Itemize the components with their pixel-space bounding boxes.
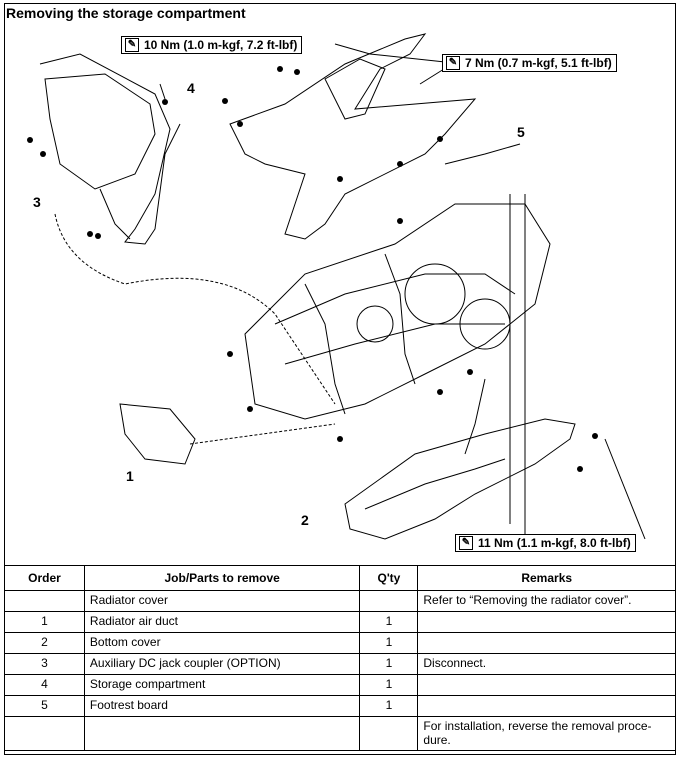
cell-remarks: Disconnect. [417,653,676,675]
cell-remarks [417,674,676,696]
header-job-parts: Job/Parts to remove [83,565,361,591]
callout-5: 5 [517,124,525,140]
cell-remarks [417,695,676,717]
cell-part: Bottom cover [83,632,361,654]
table-header-row: Order Job/Parts to remove Q'ty Remarks [4,565,676,591]
header-remarks: Remarks [417,565,676,591]
cell-qty: 1 [359,653,419,675]
cell-part: Storage compartment [83,674,361,696]
cell-part: Radiator air duct [83,611,361,633]
cell-remarks [417,611,676,633]
table-row: 3 Auxiliary DC jack coupler (OPTION) 1 D… [4,653,676,675]
table-row: 4 Storage compartment 1 [4,674,676,696]
callout-4: 4 [187,80,195,96]
cell-part: Radiator cover [83,590,361,612]
page-frame [4,3,676,755]
wrench-icon: ✎ [459,536,473,550]
callout-3: 3 [33,194,41,210]
page-title: Removing the storage compartment [6,5,246,21]
wrench-icon: ✎ [125,38,139,52]
cell-qty: 1 [359,695,419,717]
callout-1: 1 [126,468,134,484]
cell-order [4,590,85,612]
cell-part [83,716,361,751]
cell-remarks: Refer to “Removing the radiator cover”. [417,590,676,612]
removal-steps-table: Order Job/Parts to remove Q'ty Remarks R… [4,565,676,751]
callout-2: 2 [301,512,309,528]
torque-spec-7nm: ✎ 7 Nm (0.7 m-kgf, 5.1 ft-lbf) [442,54,617,72]
cell-part: Auxiliary DC jack coupler (OPTION) [83,653,361,675]
exploded-view-diagram [27,33,646,540]
cell-order: 3 [4,653,85,675]
torque-spec-11nm: ✎ 11 Nm (1.1 m-kgf, 8.0 ft-lbf) [455,534,636,552]
torque-spec-10nm: ✎ 10 Nm (1.0 m-kgf, 7.2 ft-lbf) [121,36,303,54]
header-order: Order [4,565,85,591]
table-row: 2 Bottom cover 1 [4,632,676,654]
cell-order: 5 [4,695,85,717]
cell-qty [359,716,419,751]
cell-remarks [417,632,676,654]
table-row: For installation, reverse the removal pr… [4,716,676,751]
cell-qty: 1 [359,611,419,633]
cell-order: 1 [4,611,85,633]
cell-order: 4 [4,674,85,696]
cell-qty: 1 [359,674,419,696]
cell-order: 2 [4,632,85,654]
table-row: 5 Footrest board 1 [4,695,676,717]
cell-order [4,716,85,751]
cell-part: Footrest board [83,695,361,717]
wrench-icon: ✎ [446,56,460,70]
cell-remarks: For installation, reverse the removal pr… [417,716,676,751]
table-row: 1 Radiator air duct 1 [4,611,676,633]
header-qty: Q'ty [359,565,419,591]
cell-qty [359,590,419,612]
cell-qty: 1 [359,632,419,654]
table-row: Radiator cover Refer to “Removing the ra… [4,590,676,612]
